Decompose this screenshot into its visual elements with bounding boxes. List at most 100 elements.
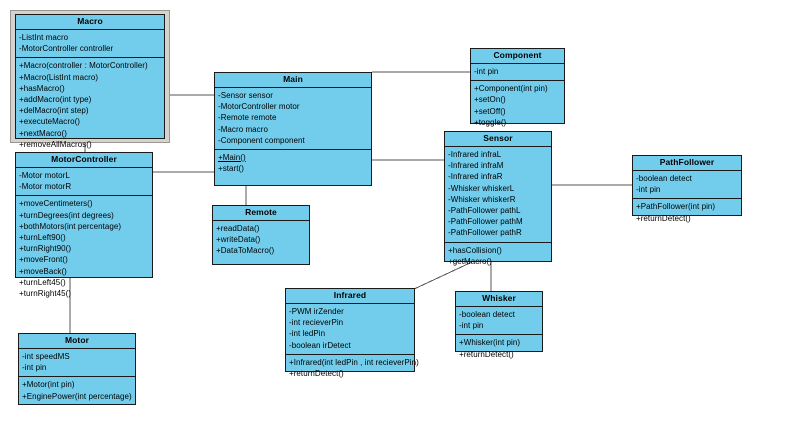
method-row: +writeData(): [216, 235, 261, 245]
method-row: +turnRight45(): [19, 288, 72, 298]
attribute-row: -int pin: [459, 321, 484, 331]
class-box-infrared[interactable]: Infrared -PWM irZender -int recieverPin …: [285, 288, 419, 378]
class-methods-remote: +readData() +writeData() +DataToMacro(): [213, 221, 309, 260]
method-row: +turnLeft45(): [19, 277, 66, 287]
attribute-row: -Infrared infraR: [448, 172, 503, 182]
attribute-row: -Motor motorR: [19, 182, 72, 192]
class-box-remote[interactable]: Remote +readData() +writeData() +DataToM…: [212, 205, 310, 265]
class-box-macro[interactable]: Macro -ListInt macro -MotorController co…: [15, 14, 165, 149]
class-attributes-whisker: -boolean detect -int pin: [456, 307, 542, 336]
method-row: +removeAllMacros(): [19, 139, 92, 149]
attribute-row: -boolean detect: [459, 309, 515, 319]
attribute-row: -MotorController motor: [218, 102, 300, 112]
attribute-row: -Macro macro: [218, 124, 268, 134]
method-row: +DataToMacro(): [216, 246, 275, 256]
class-box-whisker[interactable]: Whisker -boolean detect -int pin +Whiske…: [455, 291, 543, 359]
method-row: +hasMacro(): [19, 83, 65, 93]
class-title-main: Main: [215, 73, 371, 88]
method-row: +EnginePower(int percentage): [22, 391, 132, 401]
attribute-row: -int speedMS: [22, 351, 70, 361]
method-row: +getMacro(): [448, 256, 492, 266]
method-row: +addMacro(int type): [19, 94, 92, 104]
method-row: +Whisker(int pin): [459, 338, 521, 348]
attribute-row: -PathFollower pathM: [448, 217, 523, 227]
class-methods-main: +Main() +start(): [215, 150, 371, 177]
attribute-row: -ListInt macro: [19, 32, 69, 42]
method-row: +toggle(): [474, 117, 507, 127]
attribute-row: -Sensor sensor: [218, 90, 273, 100]
method-row: +executeMacro(): [19, 117, 80, 127]
attribute-row: -PWM irZender: [289, 306, 344, 316]
attribute-row: -int pin: [474, 66, 499, 76]
attribute-row: -MotorController controller: [19, 44, 114, 54]
method-row: +readData(): [216, 223, 260, 233]
attribute-row: -Infrared infraL: [448, 149, 502, 159]
attribute-row: -int pin: [636, 185, 661, 195]
method-row: +Infrared(int ledPin , int recieverPin): [289, 357, 419, 367]
class-attributes-sensor: -Infrared infraL -Infrared infraM -Infra…: [445, 147, 551, 243]
class-attributes-main: -Sensor sensor -MotorController motor -R…: [215, 88, 371, 150]
attribute-row: -Whisker whiskerR: [448, 194, 516, 204]
attribute-row: -PathFollower pathL: [448, 205, 521, 215]
class-attributes-component: -int pin: [471, 64, 564, 82]
class-attributes-pathfollower: -boolean detect -int pin: [633, 171, 741, 200]
method-row: +turnRight90(): [19, 244, 72, 254]
method-row: +turnDegrees(int degrees): [19, 210, 114, 220]
class-title-motor: Motor: [19, 334, 135, 349]
method-row: +bothMotors(int percentage): [19, 221, 122, 231]
class-title-macro: Macro: [16, 15, 164, 30]
class-attributes-infrared: -PWM irZender -int recieverPin -int ledP…: [286, 304, 414, 355]
class-title-remote: Remote: [213, 206, 309, 221]
class-box-sensor[interactable]: Sensor -Infrared infraL -Infrared infraM…: [444, 131, 552, 266]
class-box-component[interactable]: Component -int pin +Component(int pin) +…: [470, 48, 565, 127]
method-row: +delMacro(int step): [19, 106, 89, 116]
class-title-infrared: Infrared: [286, 289, 414, 304]
class-title-component: Component: [471, 49, 564, 64]
attribute-row: -int ledPin: [289, 329, 326, 339]
attribute-row: -int recieverPin: [289, 318, 344, 328]
class-box-motorcontroller[interactable]: MotorController -Motor motorL -Motor mot…: [15, 152, 153, 298]
attribute-row: -PathFollower pathR: [448, 228, 522, 238]
class-title-whisker: Whisker: [456, 292, 542, 307]
method-row: +moveCentimeters(): [19, 199, 93, 209]
method-row-static: +Main(): [218, 152, 246, 162]
class-attributes-macro: -ListInt macro -MotorController controll…: [16, 30, 164, 59]
method-row: +turnLeft90(): [19, 232, 66, 242]
attribute-row: -boolean detect: [636, 173, 692, 183]
attribute-row: -Motor motorL: [19, 170, 70, 180]
class-methods-sensor: +hasCollision() +getMacro(): [445, 243, 551, 270]
method-row: +Component(int pin): [474, 84, 548, 94]
class-attributes-motor: -int speedMS -int pin: [19, 349, 135, 378]
class-methods-macro: +Macro(controller : MotorController) +Ma…: [16, 58, 164, 153]
class-methods-whisker: +Whisker(int pin) +returnDetect(): [456, 335, 542, 362]
method-row: +Motor(int pin): [22, 380, 75, 390]
method-row: +setOff(): [474, 106, 506, 116]
method-row: +start(): [218, 164, 244, 174]
class-methods-motor: +Motor(int pin) +EnginePower(int percent…: [19, 377, 135, 404]
class-title-pathfollower: PathFollower: [633, 156, 741, 171]
method-row: +moveBack(): [19, 266, 67, 276]
class-title-motorcontroller: MotorController: [16, 153, 152, 168]
class-methods-component: +Component(int pin) +setOn() +setOff() +…: [471, 81, 564, 131]
attribute-row: -Infrared infraM: [448, 161, 504, 171]
attribute-row: -Remote remote: [218, 113, 277, 123]
class-box-main[interactable]: Main -Sensor sensor -MotorController mot…: [214, 72, 372, 186]
method-row: +nextMacro(): [19, 128, 67, 138]
class-methods-motorcontroller: +moveCentimeters() +turnDegrees(int degr…: [16, 196, 152, 302]
method-row: +moveFront(): [19, 255, 68, 265]
attribute-row: -Whisker whiskerL: [448, 183, 515, 193]
assoc-sensor-infrared: [411, 261, 473, 291]
method-row: +returnDetect(): [459, 349, 514, 359]
method-row: +hasCollision(): [448, 245, 502, 255]
class-methods-infrared: +Infrared(int ledPin , int recieverPin) …: [286, 355, 419, 382]
class-box-motor[interactable]: Motor -int speedMS -int pin +Motor(int p…: [18, 333, 136, 405]
class-attributes-motorcontroller: -Motor motorL -Motor motorR: [16, 168, 152, 197]
attribute-row: -Component component: [218, 135, 305, 145]
method-row: +setOn(): [474, 95, 506, 105]
method-row: +Macro(ListInt macro): [19, 72, 99, 82]
method-row: +Macro(controller : MotorController): [19, 61, 148, 71]
class-box-pathfollower[interactable]: PathFollower -boolean detect -int pin +P…: [632, 155, 742, 223]
method-row: +PathFollower(int pin): [636, 202, 716, 212]
